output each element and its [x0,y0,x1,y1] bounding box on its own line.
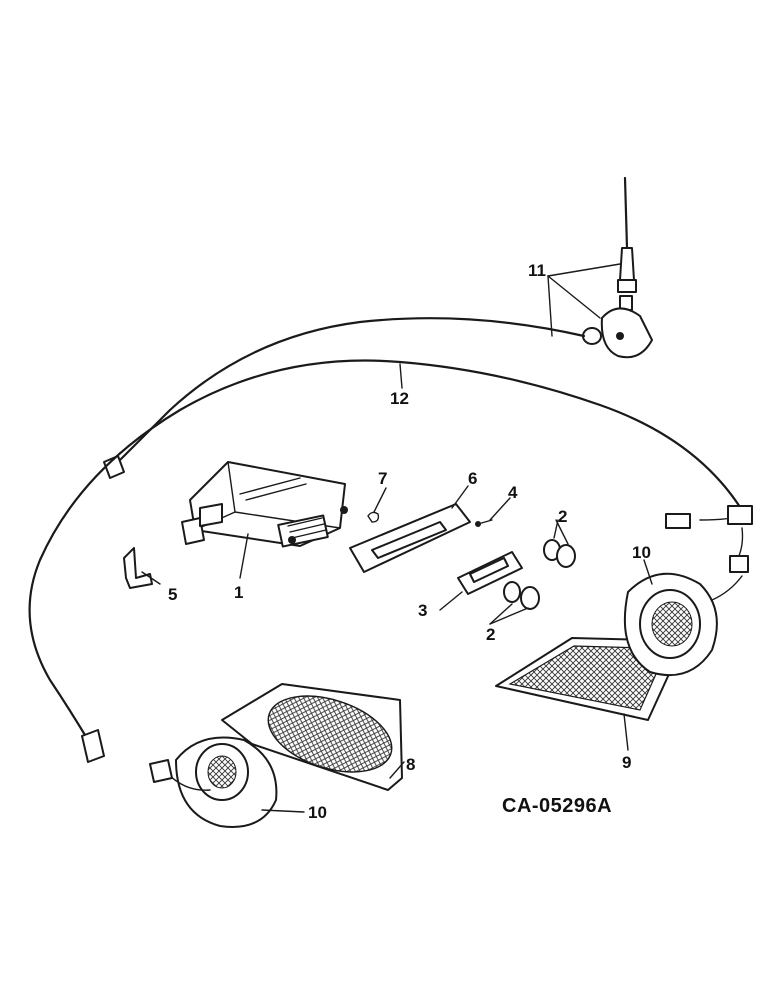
callout-3: 3 [418,601,427,620]
antenna-mast [617,176,637,311]
speaker-grille-left [221,683,403,791]
callout-8: 8 [406,755,415,774]
mounting-bracket [123,547,153,589]
callout-10-left: 10 [308,803,327,822]
callout-9: 9 [622,753,631,772]
callout-11: 11 [528,261,546,280]
harness-plug-left [81,729,105,763]
clip [367,511,380,523]
callout-7: 7 [378,469,387,488]
speaker-left [149,736,278,828]
radio-unit [181,461,348,548]
knob-upper [543,539,576,568]
drawing-code: CA-05296A [502,795,612,817]
callout-5: 5 [168,585,177,604]
callout-10-right: 10 [632,543,651,562]
antenna-mount-base [582,307,653,359]
bezel-opening [371,521,447,559]
harness-connectors-right [665,505,753,573]
antenna-cable [110,317,586,470]
wiring-harness [28,359,747,742]
knob-lower [503,581,540,610]
callout-2-upper: 2 [558,507,567,526]
callout-2-lower: 2 [486,625,495,644]
callout-1: 1 [234,583,243,602]
callout-4: 4 [508,483,518,502]
speaker-right [623,572,743,677]
callout-6: 6 [468,469,477,488]
callout-12: 12 [390,389,409,408]
leader-lines [141,263,653,813]
